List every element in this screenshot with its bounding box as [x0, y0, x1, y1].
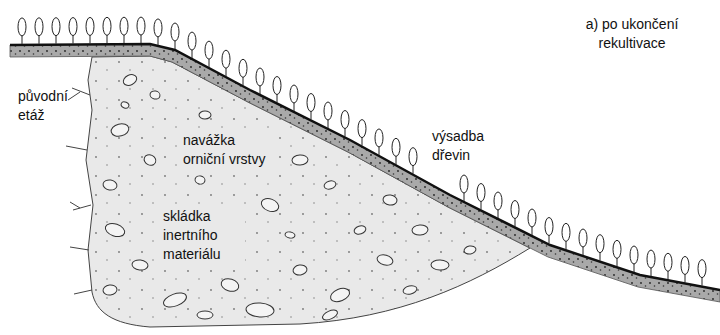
tree-symbol — [86, 17, 94, 43]
tree-symbol — [579, 229, 587, 255]
tree-symbol — [52, 18, 60, 44]
tree-symbol — [698, 260, 706, 286]
tree-symbol — [324, 102, 332, 128]
stone — [353, 224, 367, 235]
stone — [143, 153, 158, 167]
tree-symbol — [205, 41, 213, 67]
tree-symbol — [239, 59, 247, 85]
part-label: skládka inertního materiálu — [161, 206, 245, 265]
stone — [102, 284, 117, 296]
stone — [194, 175, 206, 185]
panel-caption: a) po ukončení rekultivace — [560, 14, 704, 54]
tree-symbol — [273, 77, 281, 103]
tree-symbol — [528, 209, 536, 235]
tree-symbol — [562, 223, 570, 249]
stone — [321, 308, 339, 322]
root-lines — [66, 88, 92, 294]
stone — [110, 122, 130, 138]
stone — [104, 221, 127, 239]
tree-symbol — [494, 192, 502, 218]
tree-symbol — [681, 256, 689, 282]
stone — [246, 302, 275, 318]
terrain-surface — [10, 44, 720, 290]
tree-symbol — [120, 17, 128, 43]
tree-symbol — [409, 148, 417, 174]
stone — [132, 259, 149, 271]
stone — [149, 90, 160, 100]
stone — [412, 224, 429, 235]
stone — [292, 155, 309, 166]
stone — [292, 264, 307, 276]
stone — [376, 253, 394, 267]
tree-symbol — [290, 85, 298, 111]
stone — [122, 73, 139, 88]
stone — [259, 196, 280, 214]
tree-symbol — [630, 246, 638, 272]
inert-fill — [86, 56, 530, 327]
tree-symbol — [647, 250, 655, 276]
tree-symbol — [511, 201, 519, 227]
tree-symbol — [596, 235, 604, 261]
stone — [463, 245, 476, 255]
stone — [120, 101, 130, 110]
tree-symbol — [545, 218, 553, 244]
part-label: navážka orniční vrstvy — [181, 130, 277, 170]
tree-symbol — [477, 184, 485, 210]
tree-symbol — [307, 94, 315, 120]
tree-symbol — [375, 129, 383, 155]
stone — [199, 111, 211, 119]
tree-symbol — [460, 175, 468, 201]
tree-symbol — [222, 50, 230, 76]
tree-symbol — [188, 32, 196, 58]
stone — [382, 194, 397, 206]
part-label: původní etáž — [16, 86, 82, 126]
tree-symbol — [358, 120, 366, 146]
tree-symbol — [392, 138, 400, 164]
stone — [285, 231, 296, 239]
tree-symbol — [171, 23, 179, 49]
topsoil-band — [10, 44, 720, 302]
tree-symbol — [341, 111, 349, 137]
tree-symbol — [256, 68, 264, 94]
tree-symbol — [69, 18, 77, 44]
stone — [323, 180, 337, 191]
tree-symbol — [103, 17, 111, 43]
stone — [220, 277, 241, 294]
stone — [102, 179, 118, 191]
stone — [402, 285, 417, 296]
stone — [431, 260, 449, 271]
part-label: výsadba dřevin — [430, 126, 506, 166]
tree-symbol — [154, 19, 162, 45]
tree-planting — [18, 17, 706, 286]
stone-texture — [102, 73, 476, 322]
tree-symbol — [137, 17, 145, 43]
stone — [328, 286, 351, 305]
tree-symbol — [35, 18, 43, 44]
tree-symbol — [18, 18, 26, 44]
tree-symbol — [613, 240, 621, 266]
stone — [162, 290, 189, 309]
tree-symbol — [664, 253, 672, 279]
stone — [197, 311, 213, 319]
